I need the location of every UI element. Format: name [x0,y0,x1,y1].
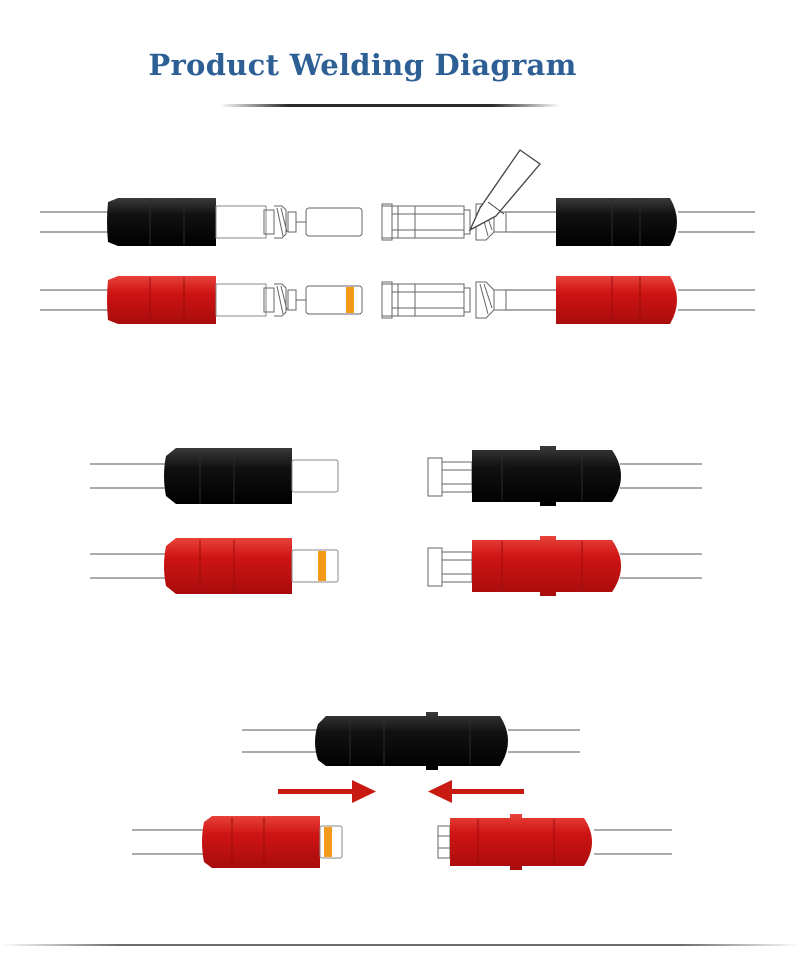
step-2 [90,446,702,596]
pin-contact-black [263,205,363,239]
step1-black-right-assembly [381,149,755,246]
black-boot-left [107,198,216,246]
pin-contact-red [263,283,363,317]
black-joined [242,712,580,770]
black-plug [90,448,339,504]
red-socket-bottom [437,814,672,870]
step-3 [132,712,672,870]
title-underline [220,104,560,107]
soldering-iron [468,149,541,232]
black-boot-right [556,198,677,246]
step1-red-right-assembly [381,276,755,324]
bottom-divider [0,944,800,946]
step-1 [40,149,755,324]
red-plug [90,538,339,594]
socket-contact-red [381,281,507,319]
red-plug-bottom [132,816,343,868]
socket-contact-black [381,203,507,241]
red-boot-left [107,276,216,324]
page-title: Product Welding Diagram [148,48,577,82]
arrow-left [428,780,524,803]
contact-band-orange [346,287,354,313]
black-socket [427,446,702,506]
red-boot-right [556,276,677,324]
step1-red-left-assembly [40,276,363,324]
step1-black-left-assembly [40,198,363,246]
arrow-right [278,780,376,803]
red-socket [427,536,702,596]
